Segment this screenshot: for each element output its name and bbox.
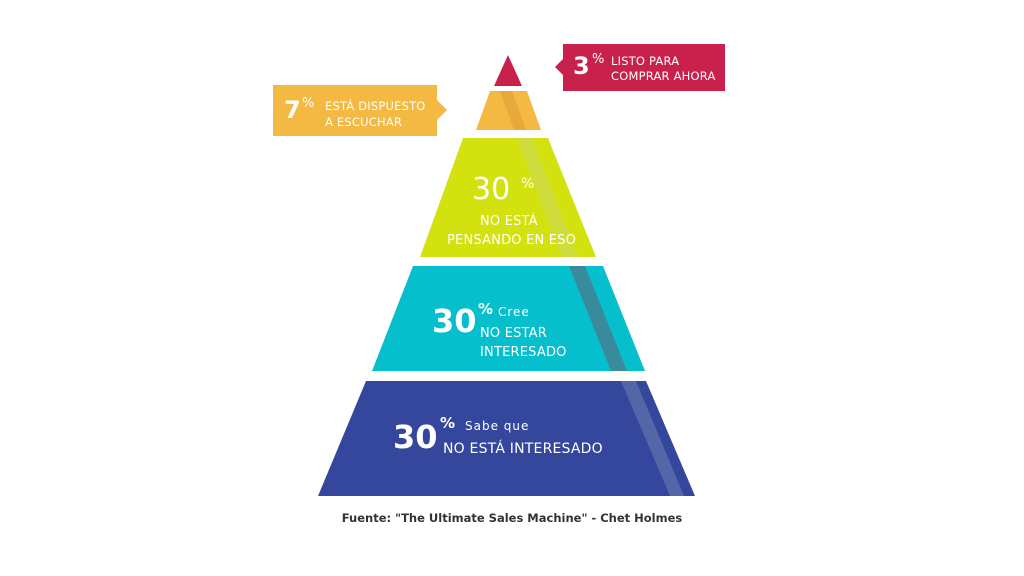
tier4-shape (372, 266, 645, 371)
tier4-label-line1: NO ESTAR (480, 326, 548, 341)
tier5-stripe (621, 381, 684, 496)
tier4-stripe (569, 266, 627, 371)
tier2-percent-sign: % (302, 96, 315, 111)
tier1-callout-box (555, 44, 725, 91)
tier4-qualifier: Cree (498, 305, 530, 319)
tier3-label-line2: PENSANDO EN ESO (447, 233, 577, 248)
tier4-label-line2: INTERESADO (480, 345, 567, 360)
tier3-label-line1: NO ESTÁ (480, 214, 538, 229)
tier2-callout-box (273, 85, 447, 136)
tier3-stripe (517, 138, 578, 257)
tier1-label-line2: COMPRAR AHORA (611, 69, 716, 83)
tier5-percent: 30 (393, 418, 438, 456)
tier5-percent-sign: % (440, 414, 456, 432)
tier1-shape (494, 55, 522, 86)
tier5-shape (318, 381, 695, 496)
tier4-percent: 30 (432, 302, 477, 340)
tier1-percent: 3 (573, 52, 590, 80)
tier2-stripe (500, 91, 526, 130)
tier5-label-line1: NO ESTÁ INTERESADO (443, 441, 603, 457)
tier4-percent-sign: % (478, 300, 494, 318)
tier3-percent: 30 (472, 172, 511, 207)
tier1-label-line1: LISTO PARA (611, 54, 680, 68)
tier2-label-line2: A ESCUCHAR (325, 115, 403, 129)
source-citation: Fuente: "The Ultimate Sales Machine" - C… (341, 511, 683, 525)
tier1-percent-sign: % (592, 52, 605, 67)
tier2-label-line1: ESTÁ DISPUESTO (325, 99, 426, 113)
tier5-qualifier: Sabe que (465, 419, 530, 433)
tier2-percent: 7 (284, 96, 301, 124)
tier3-percent-sign: % (521, 176, 535, 192)
